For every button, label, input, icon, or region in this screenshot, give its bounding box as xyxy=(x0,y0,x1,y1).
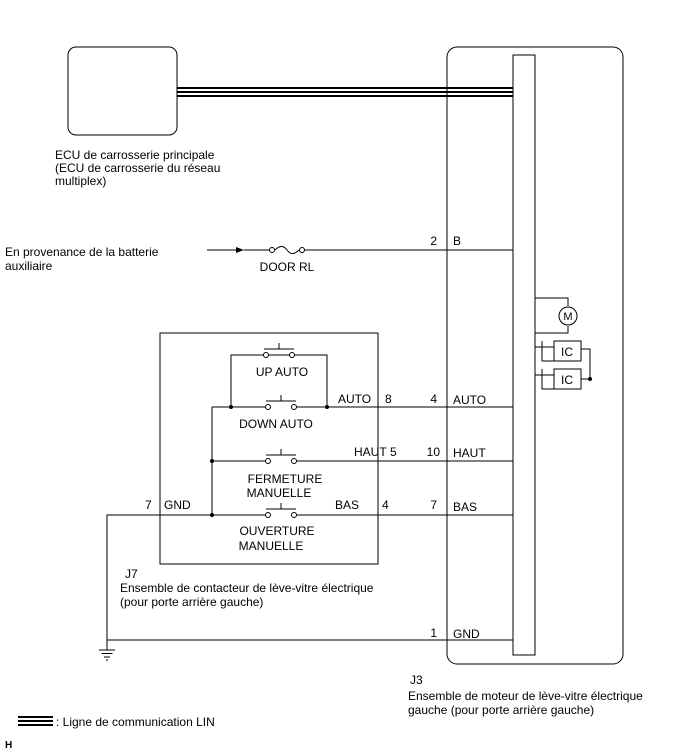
ecu-label-line2: (ECU de carrosserie du réseau xyxy=(55,161,220,175)
manual-open-switch xyxy=(265,503,297,518)
corner-mark: H xyxy=(5,740,12,751)
motor-auto-label: AUTO xyxy=(453,393,486,407)
lin-legend-label: : Ligne de communication LIN xyxy=(56,715,215,729)
motor-assembly-name-line2: gauche (pour porte arrière gauche) xyxy=(408,703,594,717)
fuse-label: DOOR RL xyxy=(260,260,315,274)
down-auto-switch xyxy=(265,395,297,410)
manual-close-switch xyxy=(265,449,297,464)
manual-open-label-line2: MANUELLE xyxy=(239,539,304,553)
battery-label-line1: En provenance de la batterie xyxy=(5,245,159,259)
motor-bas-pin: 7 xyxy=(430,498,437,512)
switch-bas-label: BAS xyxy=(335,498,359,512)
ic-chip-1 xyxy=(553,340,582,362)
switch-assembly-code: J7 xyxy=(125,567,138,581)
lin-communication-line xyxy=(177,87,513,97)
motor-connector-bar xyxy=(512,54,536,656)
battery-label-line2: auxiliaire xyxy=(5,259,53,273)
switch-auto-label: AUTO xyxy=(338,392,371,406)
motor-assembly-code: J3 xyxy=(410,673,423,687)
svg-text:IC: IC xyxy=(561,373,573,387)
motor-assembly-box xyxy=(446,46,624,665)
body-ecu-box xyxy=(67,46,178,136)
switch-haut-pin: 5 xyxy=(390,445,397,459)
motor-gnd-pin: 1 xyxy=(430,626,437,640)
motor-auto-pin: 4 xyxy=(430,392,437,406)
up-auto-switch xyxy=(263,343,295,358)
down-auto-label: DOWN AUTO xyxy=(239,417,313,431)
switch-assembly-name-line1: Ensemble de contacteur de lève-vitre éle… xyxy=(120,581,374,595)
switch-auto-pin: 8 xyxy=(385,392,392,406)
switch-gnd-label: GND xyxy=(164,498,191,512)
b-pin: 2 xyxy=(430,234,437,248)
ecu-label-line1: ECU de carrosserie principale xyxy=(55,148,215,162)
motor-symbol: M xyxy=(563,311,572,323)
switch-assembly-box xyxy=(159,332,379,565)
motor-bas-label: BAS xyxy=(453,500,477,514)
motor-icon xyxy=(558,306,578,326)
arrow-icon xyxy=(236,247,244,253)
b-label: B xyxy=(453,234,461,248)
switch-haut-label: HAUT xyxy=(354,445,387,459)
ecu-label-line3: multiplex) xyxy=(55,174,106,188)
switch-bas-pin: 4 xyxy=(382,498,389,512)
svg-text:IC: IC xyxy=(561,345,573,359)
up-auto-label: UP AUTO xyxy=(256,365,308,379)
motor-assembly-name-line1: Ensemble de moteur de lève-vitre électri… xyxy=(408,689,643,703)
lin-legend-icon xyxy=(18,716,53,726)
manual-close-label-line2: MANUELLE xyxy=(247,486,312,500)
switch-gnd-pin: 7 xyxy=(145,498,152,512)
fuse-icon xyxy=(269,246,305,254)
motor-haut-label: HAUT xyxy=(453,446,486,460)
motor-haut-pin: 10 xyxy=(427,445,441,459)
manual-open-label-line1: OUVERTURE xyxy=(239,524,314,538)
manual-close-label-line1: FERMETURE xyxy=(248,472,323,486)
motor-internal-circuit: M IC IC xyxy=(535,297,592,390)
motor-gnd-label: GND xyxy=(453,627,480,641)
switch-assembly-name-line2: (pour porte arrière gauche) xyxy=(120,595,263,609)
ground-icon xyxy=(99,640,115,661)
